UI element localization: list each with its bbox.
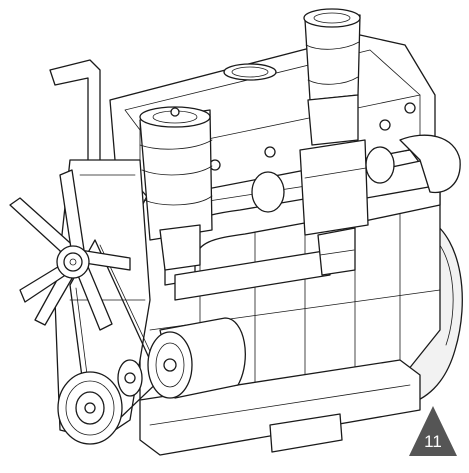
oil-filter [139,106,213,271]
generator [117,317,246,399]
step-badge-triangle [409,406,457,456]
crankshaft-pulley [57,371,123,445]
step-badge-number: 11 [424,432,442,451]
oil-pan [139,359,421,456]
oil-filler-cap [223,63,277,81]
cooling-fan [9,169,131,331]
air-cleaner [299,8,369,276]
step-badge: 11 [409,406,457,456]
